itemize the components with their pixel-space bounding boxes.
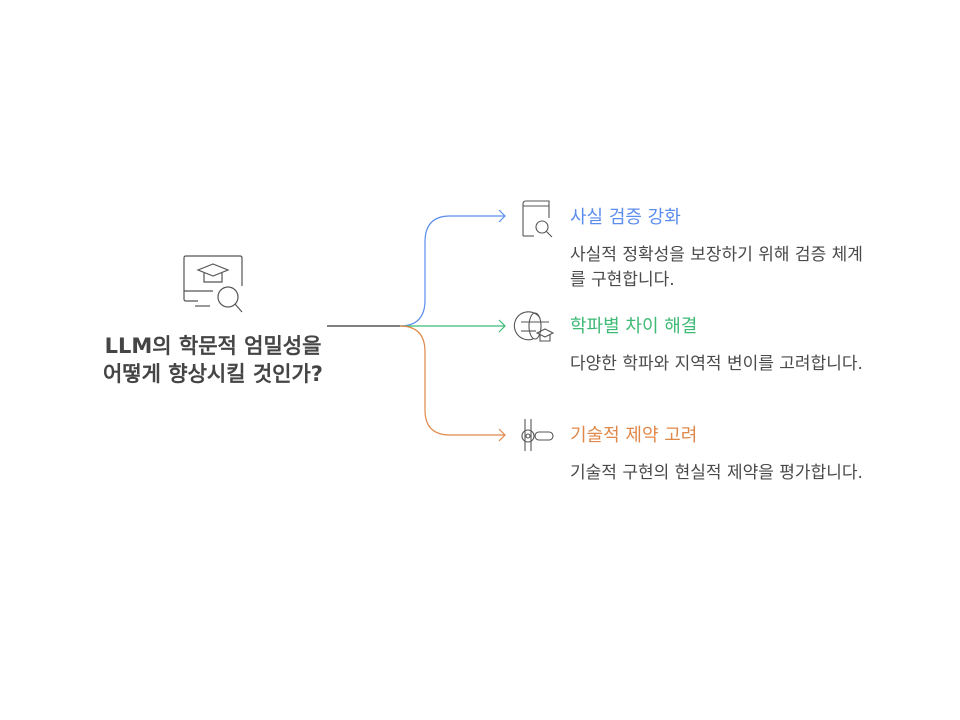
arrow-icon — [498, 209, 506, 223]
pipe-valve-icon — [521, 419, 554, 451]
branch-description-fact-check: 사실적 정확성을 보장하기 위해 검증 체계를 구현합니다. — [570, 245, 863, 290]
book-search-icon — [522, 200, 553, 238]
branch-title-school-differences: 학파별 차이 해결 — [570, 316, 698, 337]
arrow-icon — [498, 428, 506, 442]
arrow-icon — [498, 319, 506, 333]
branch-description-school-differences: 다양한 학파와 지역적 변이를 고려합니다. — [570, 354, 863, 374]
branch-line-3 — [399, 325, 505, 436]
branch-title-technical-constraints: 기술적 제약 고려 — [570, 425, 698, 446]
branch-line-1 — [399, 215, 505, 327]
graduation-search-icon — [183, 255, 243, 313]
branch-title-fact-check: 사실 검증 강화 — [570, 207, 681, 228]
branch-description-technical-constraints: 기술적 구현의 현실적 제약을 평가합니다. — [570, 463, 863, 483]
main-question-title: LLM의 학문적 엄밀성을 어떻게 향상시킬 것인가? — [102, 334, 323, 386]
globe-graduation-icon — [513, 311, 555, 342]
